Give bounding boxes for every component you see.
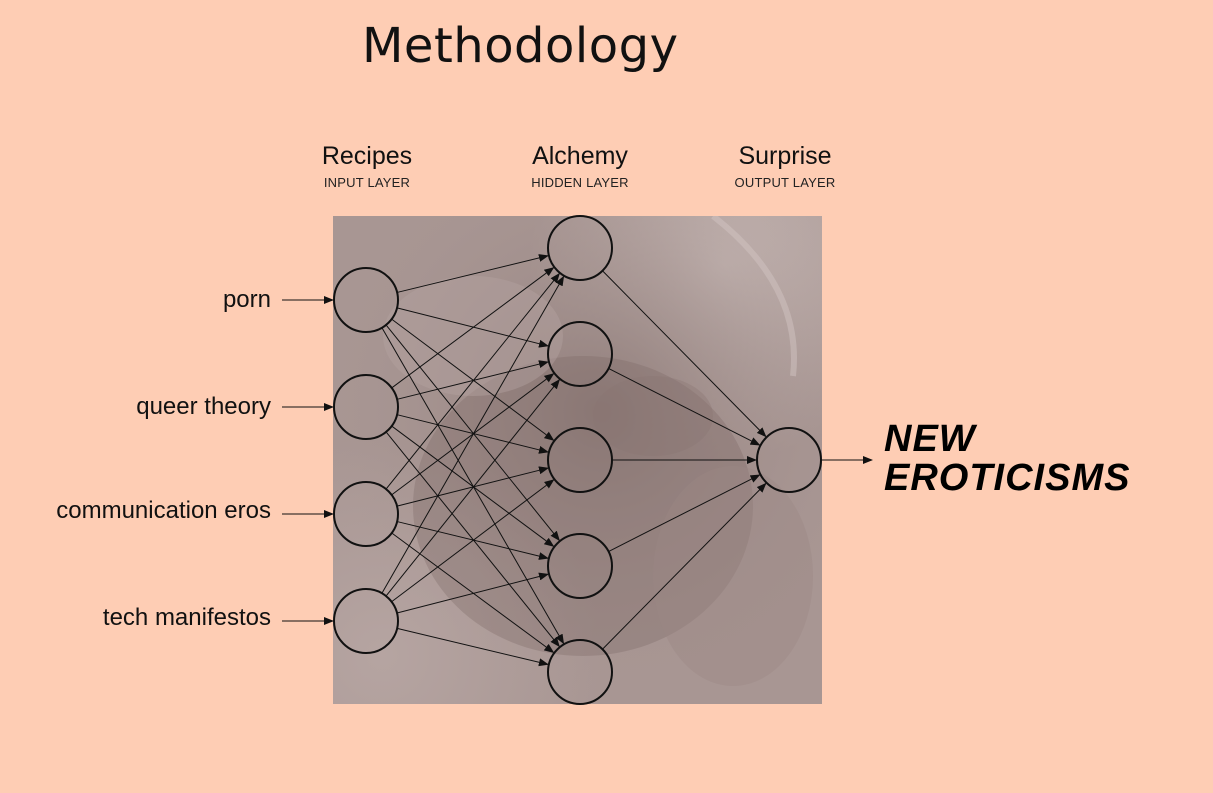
- input-node-2: [334, 482, 398, 546]
- edge-input1-hidden3: [392, 426, 554, 546]
- edge-input2-hidden4: [392, 533, 554, 652]
- input-node-1: [334, 375, 398, 439]
- edge-hidden4-output: [602, 484, 765, 650]
- output-label: NEW EROTICISMS: [884, 420, 1130, 498]
- edge-input1-hidden0: [392, 268, 554, 388]
- edge-input2-hidden0: [386, 274, 559, 489]
- edge-input3-hidden4: [397, 628, 548, 664]
- hidden-node-3: [548, 534, 612, 598]
- input-node-0: [334, 268, 398, 332]
- hidden-node-0: [548, 216, 612, 280]
- input-node-3: [334, 589, 398, 653]
- input-label-tech-manifestos: tech manifestos: [103, 604, 271, 632]
- edge-input3-hidden0: [382, 277, 564, 594]
- hidden-node-1: [548, 322, 612, 386]
- input-label-queer-theory: queer theory: [136, 393, 271, 421]
- edge-input1-hidden4: [386, 432, 559, 646]
- output-node: [757, 428, 821, 492]
- input-label-porn: porn: [223, 286, 271, 314]
- edge-input0-hidden3: [386, 325, 559, 540]
- edge-input0-hidden0: [397, 256, 548, 293]
- hidden-node-2: [548, 428, 612, 492]
- edge-hidden0-output: [602, 271, 765, 437]
- output-label-line1: NEW: [884, 420, 1130, 459]
- input-label-communication-eros: communication eros: [56, 497, 271, 525]
- hidden-node-4: [548, 640, 612, 704]
- edge-input3-hidden1: [386, 380, 559, 596]
- output-label-line2: EROTICISMS: [884, 459, 1130, 498]
